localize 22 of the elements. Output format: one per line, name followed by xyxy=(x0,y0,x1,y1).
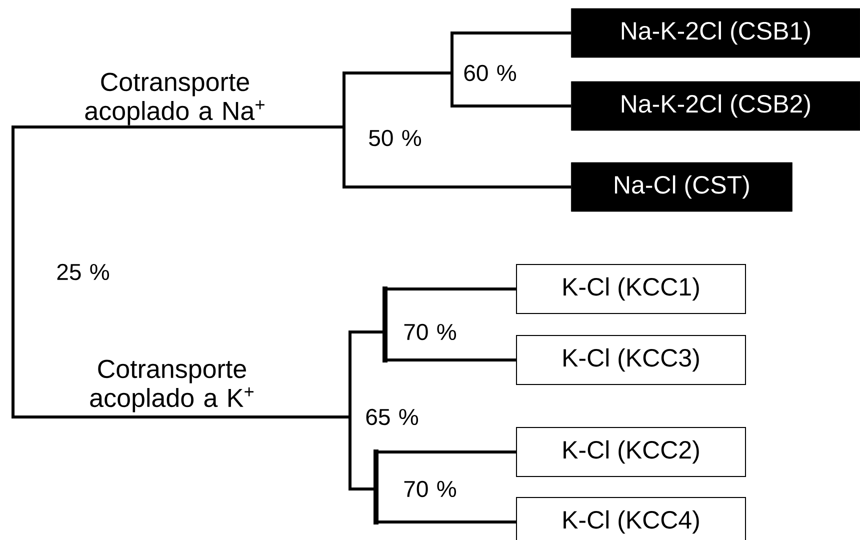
protein-box: Na-K-2Cl (CSB1) xyxy=(571,8,860,58)
branch-line xyxy=(376,450,516,454)
branch-line xyxy=(452,104,571,108)
branch-line xyxy=(385,287,516,290)
percent-label: 25 % xyxy=(57,264,110,280)
percent-label: 70 % xyxy=(404,324,456,340)
group-label: Cotransporte acoplado a K$^{+}$ xyxy=(90,360,254,412)
branch-line xyxy=(452,32,571,34)
protein-box: K-Cl (KCC2) xyxy=(516,426,746,477)
protein-box: Na-Cl (CST) xyxy=(571,162,792,212)
percent-label: 70 % xyxy=(404,480,456,498)
branch-line xyxy=(385,358,516,362)
protein-box: Na-K-2Cl (CSB2) xyxy=(571,81,860,131)
group-label: Cotransporte acoplado a Na$^{+}$ xyxy=(85,72,264,126)
protein-box: K-Cl (KCC1) xyxy=(516,264,746,314)
percent-label: 60 % xyxy=(464,64,516,82)
branch-line xyxy=(376,520,516,524)
protein-box: K-Cl (KCC4) xyxy=(516,496,746,540)
branch-line xyxy=(344,185,571,188)
percent-label: 50 % xyxy=(369,130,422,146)
protein-box: K-Cl (KCC3) xyxy=(516,334,746,385)
percent-label: 65 % xyxy=(366,408,418,426)
